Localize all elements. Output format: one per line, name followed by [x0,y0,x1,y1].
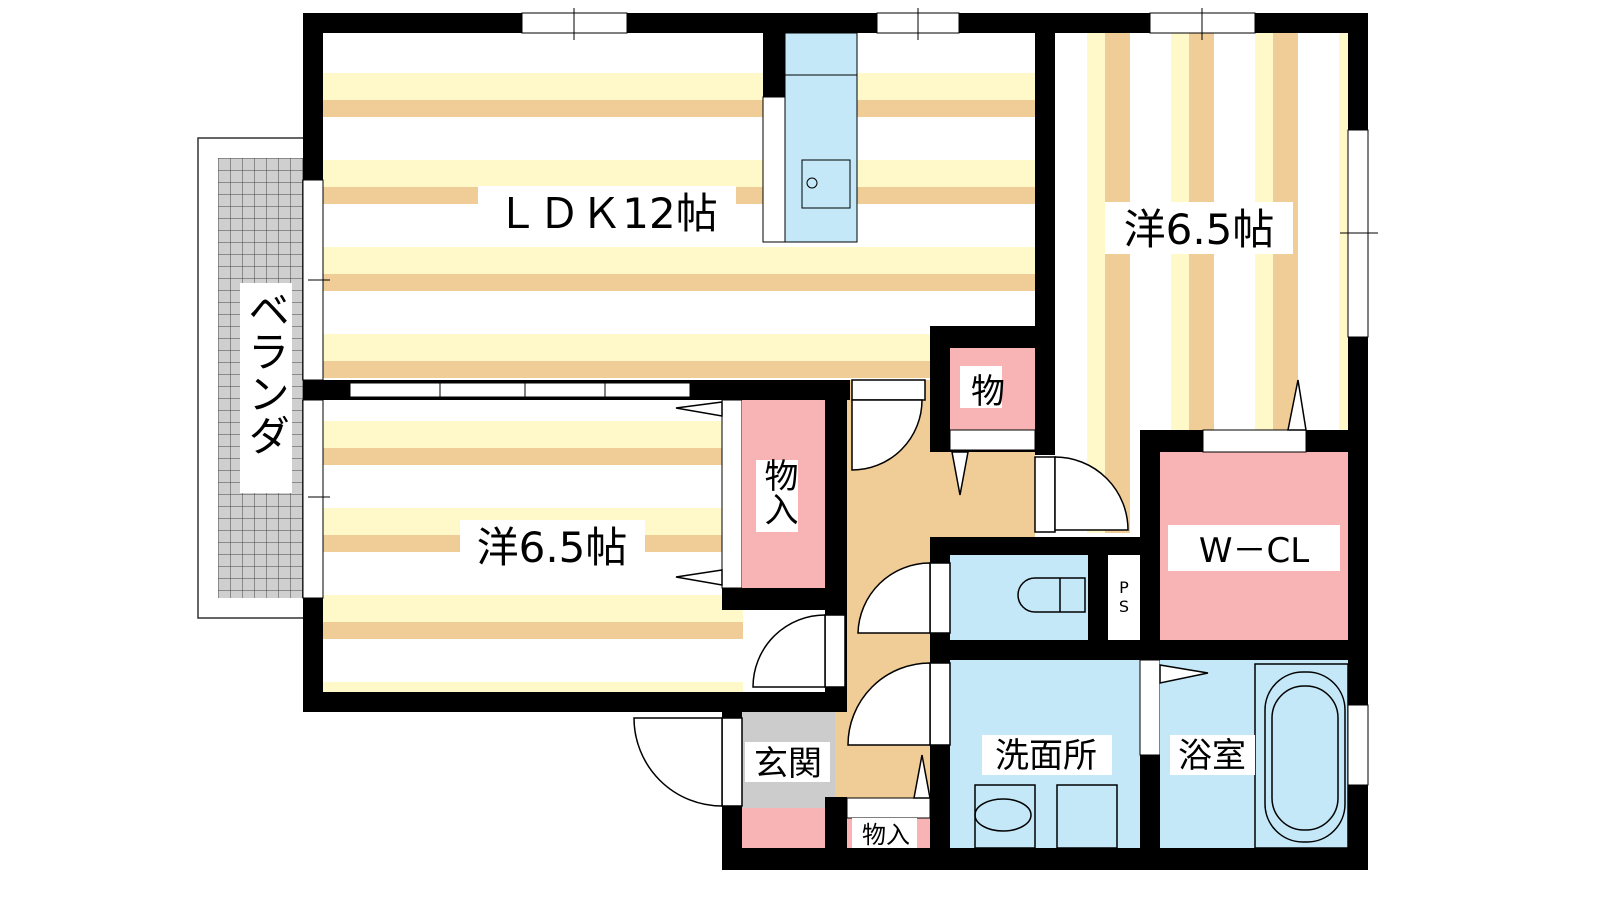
ps-shaft [1108,555,1140,640]
toilet-room [950,555,1088,640]
closet-left-label: 物入 [758,458,798,526]
bathtub-icon [1264,671,1346,843]
closet-entrance-label: 物入 [862,821,910,849]
sink-icon [974,798,1032,832]
storage-small-label: 物 [971,372,1005,412]
bedroom-left-label: 洋6.5帖 [477,523,628,572]
windows [302,8,1378,786]
ps-label: PS [1115,578,1134,616]
doors [633,379,1307,807]
ldk-label: ＬＤＫ12帖 [496,189,717,238]
entrance-shoe-closet [742,808,825,848]
bedroom-right-label: 洋6.5帖 [1124,205,1275,254]
kitchen-counter [762,32,858,243]
washroom-label: 洗面所 [995,736,1097,776]
toilet-icon [1017,577,1086,613]
veranda-label: ベランダ [242,288,291,456]
veranda: ベランダ [197,137,309,619]
entrance-label: 玄関 [754,744,822,784]
bathroom-label: 浴室 [1178,736,1246,776]
wcl-label: W－CL [1199,531,1309,571]
